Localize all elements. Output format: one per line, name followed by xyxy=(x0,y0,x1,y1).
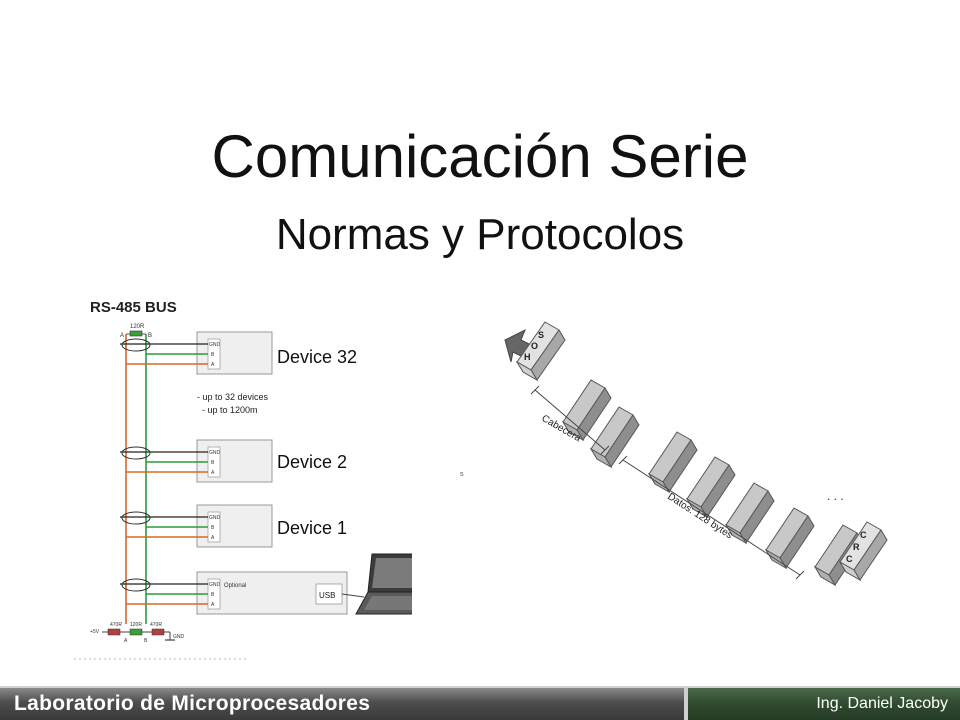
rs485-heading: RS-485 BUS xyxy=(90,299,177,316)
data-blocks xyxy=(561,379,864,587)
footer-author: Ing. Daniel Jacoby xyxy=(816,695,948,712)
usb-adapter-pin-gnd: GND xyxy=(209,582,221,588)
footer-lab-name: Laboratorio de Microprocesadores xyxy=(14,692,371,715)
device-2-pin-b: B xyxy=(211,460,215,466)
data-block-bottom xyxy=(561,420,585,442)
terminator-top-resistor xyxy=(129,330,143,337)
bias-b-label: B xyxy=(144,638,148,644)
ellipsis: . . . xyxy=(827,489,844,503)
bias-r2-label: 120R xyxy=(130,622,142,628)
data-block-bottom xyxy=(589,447,613,469)
wire-b-label: B xyxy=(148,333,152,339)
terminator-top-label: 120R xyxy=(130,324,145,330)
crc-letter-c1: C xyxy=(860,530,867,540)
soh-letter-o: O xyxy=(531,341,538,351)
device-1-label: Device 1 xyxy=(277,518,347,538)
usb-adapter-pin-b: B xyxy=(211,592,215,598)
bias-r1 xyxy=(107,628,121,636)
device-32-pin-gnd: GND xyxy=(209,342,221,348)
device-1-pin-gnd: GND xyxy=(209,515,221,521)
data-dimension-line xyxy=(622,459,801,576)
soh-block xyxy=(515,321,566,382)
footer-right-panel: Ing. Daniel Jacoby xyxy=(688,688,960,720)
device-2-label: Device 2 xyxy=(277,452,347,472)
bias-r3 xyxy=(151,628,165,636)
rs485-bus-diagram: RS-485 BUS 120R A B GND B A Device 32 - … xyxy=(74,299,412,660)
usb-adapter-pin-a: A xyxy=(211,602,215,608)
data-dimension-tick xyxy=(618,455,628,465)
footer-bar: Laboratorio de Microprocesadores Ing. Da… xyxy=(0,686,960,720)
twisted-pair-marker xyxy=(121,578,151,592)
bus-note-length: - up to 1200m xyxy=(202,405,258,415)
stray-mark: s xyxy=(460,471,464,478)
header-dimension-line xyxy=(534,389,606,451)
laptop-icon xyxy=(355,553,412,615)
header-dimension-tick xyxy=(530,385,540,395)
soh-letter-h: H xyxy=(524,352,531,362)
bus-note-devices: - up to 32 devices xyxy=(197,392,269,402)
crc-block xyxy=(838,521,888,582)
device-2-pin-gnd: GND xyxy=(209,450,221,456)
bias-r1-label: 470R xyxy=(110,622,122,628)
crc-letter-c2: C xyxy=(846,554,853,564)
device-1-pin-b: B xyxy=(211,525,215,531)
device-32-pin-a: A xyxy=(211,362,215,368)
data-block-bottom xyxy=(813,565,837,587)
twisted-pair-marker xyxy=(121,511,151,525)
bias-gnd-label: GND xyxy=(173,634,185,640)
usb-cable xyxy=(341,593,365,598)
wire-a-label: A xyxy=(120,333,124,339)
usb-label: USB xyxy=(319,591,335,600)
slide-subtitle: Normas y Protocolos xyxy=(275,210,685,259)
device-2-pin-a: A xyxy=(211,470,215,476)
footer-left-panel: Laboratorio de Microprocesadores xyxy=(0,688,684,720)
header-dimension-tick xyxy=(600,445,610,455)
packet-diagram: s S O H . . . C R C Cabecera xyxy=(460,321,888,587)
slide-title: Comunicación Serie xyxy=(211,123,749,190)
data-dimension-tick xyxy=(795,570,805,580)
soh-letter-s: S xyxy=(538,330,544,340)
device-1-pin-a: A xyxy=(211,535,215,541)
device-32-label: Device 32 xyxy=(277,347,357,367)
bias-supply-label: +5V xyxy=(90,629,100,635)
bias-r3-label: 470R xyxy=(150,622,162,628)
device-32-pin-b: B xyxy=(211,352,215,358)
bias-a-label: A xyxy=(124,638,128,644)
bias-r2 xyxy=(129,628,143,636)
optional-label: Optional xyxy=(224,583,246,589)
twisted-pair-marker xyxy=(121,338,151,352)
twisted-pair-marker xyxy=(121,446,151,460)
crc-letter-r: R xyxy=(853,542,860,552)
